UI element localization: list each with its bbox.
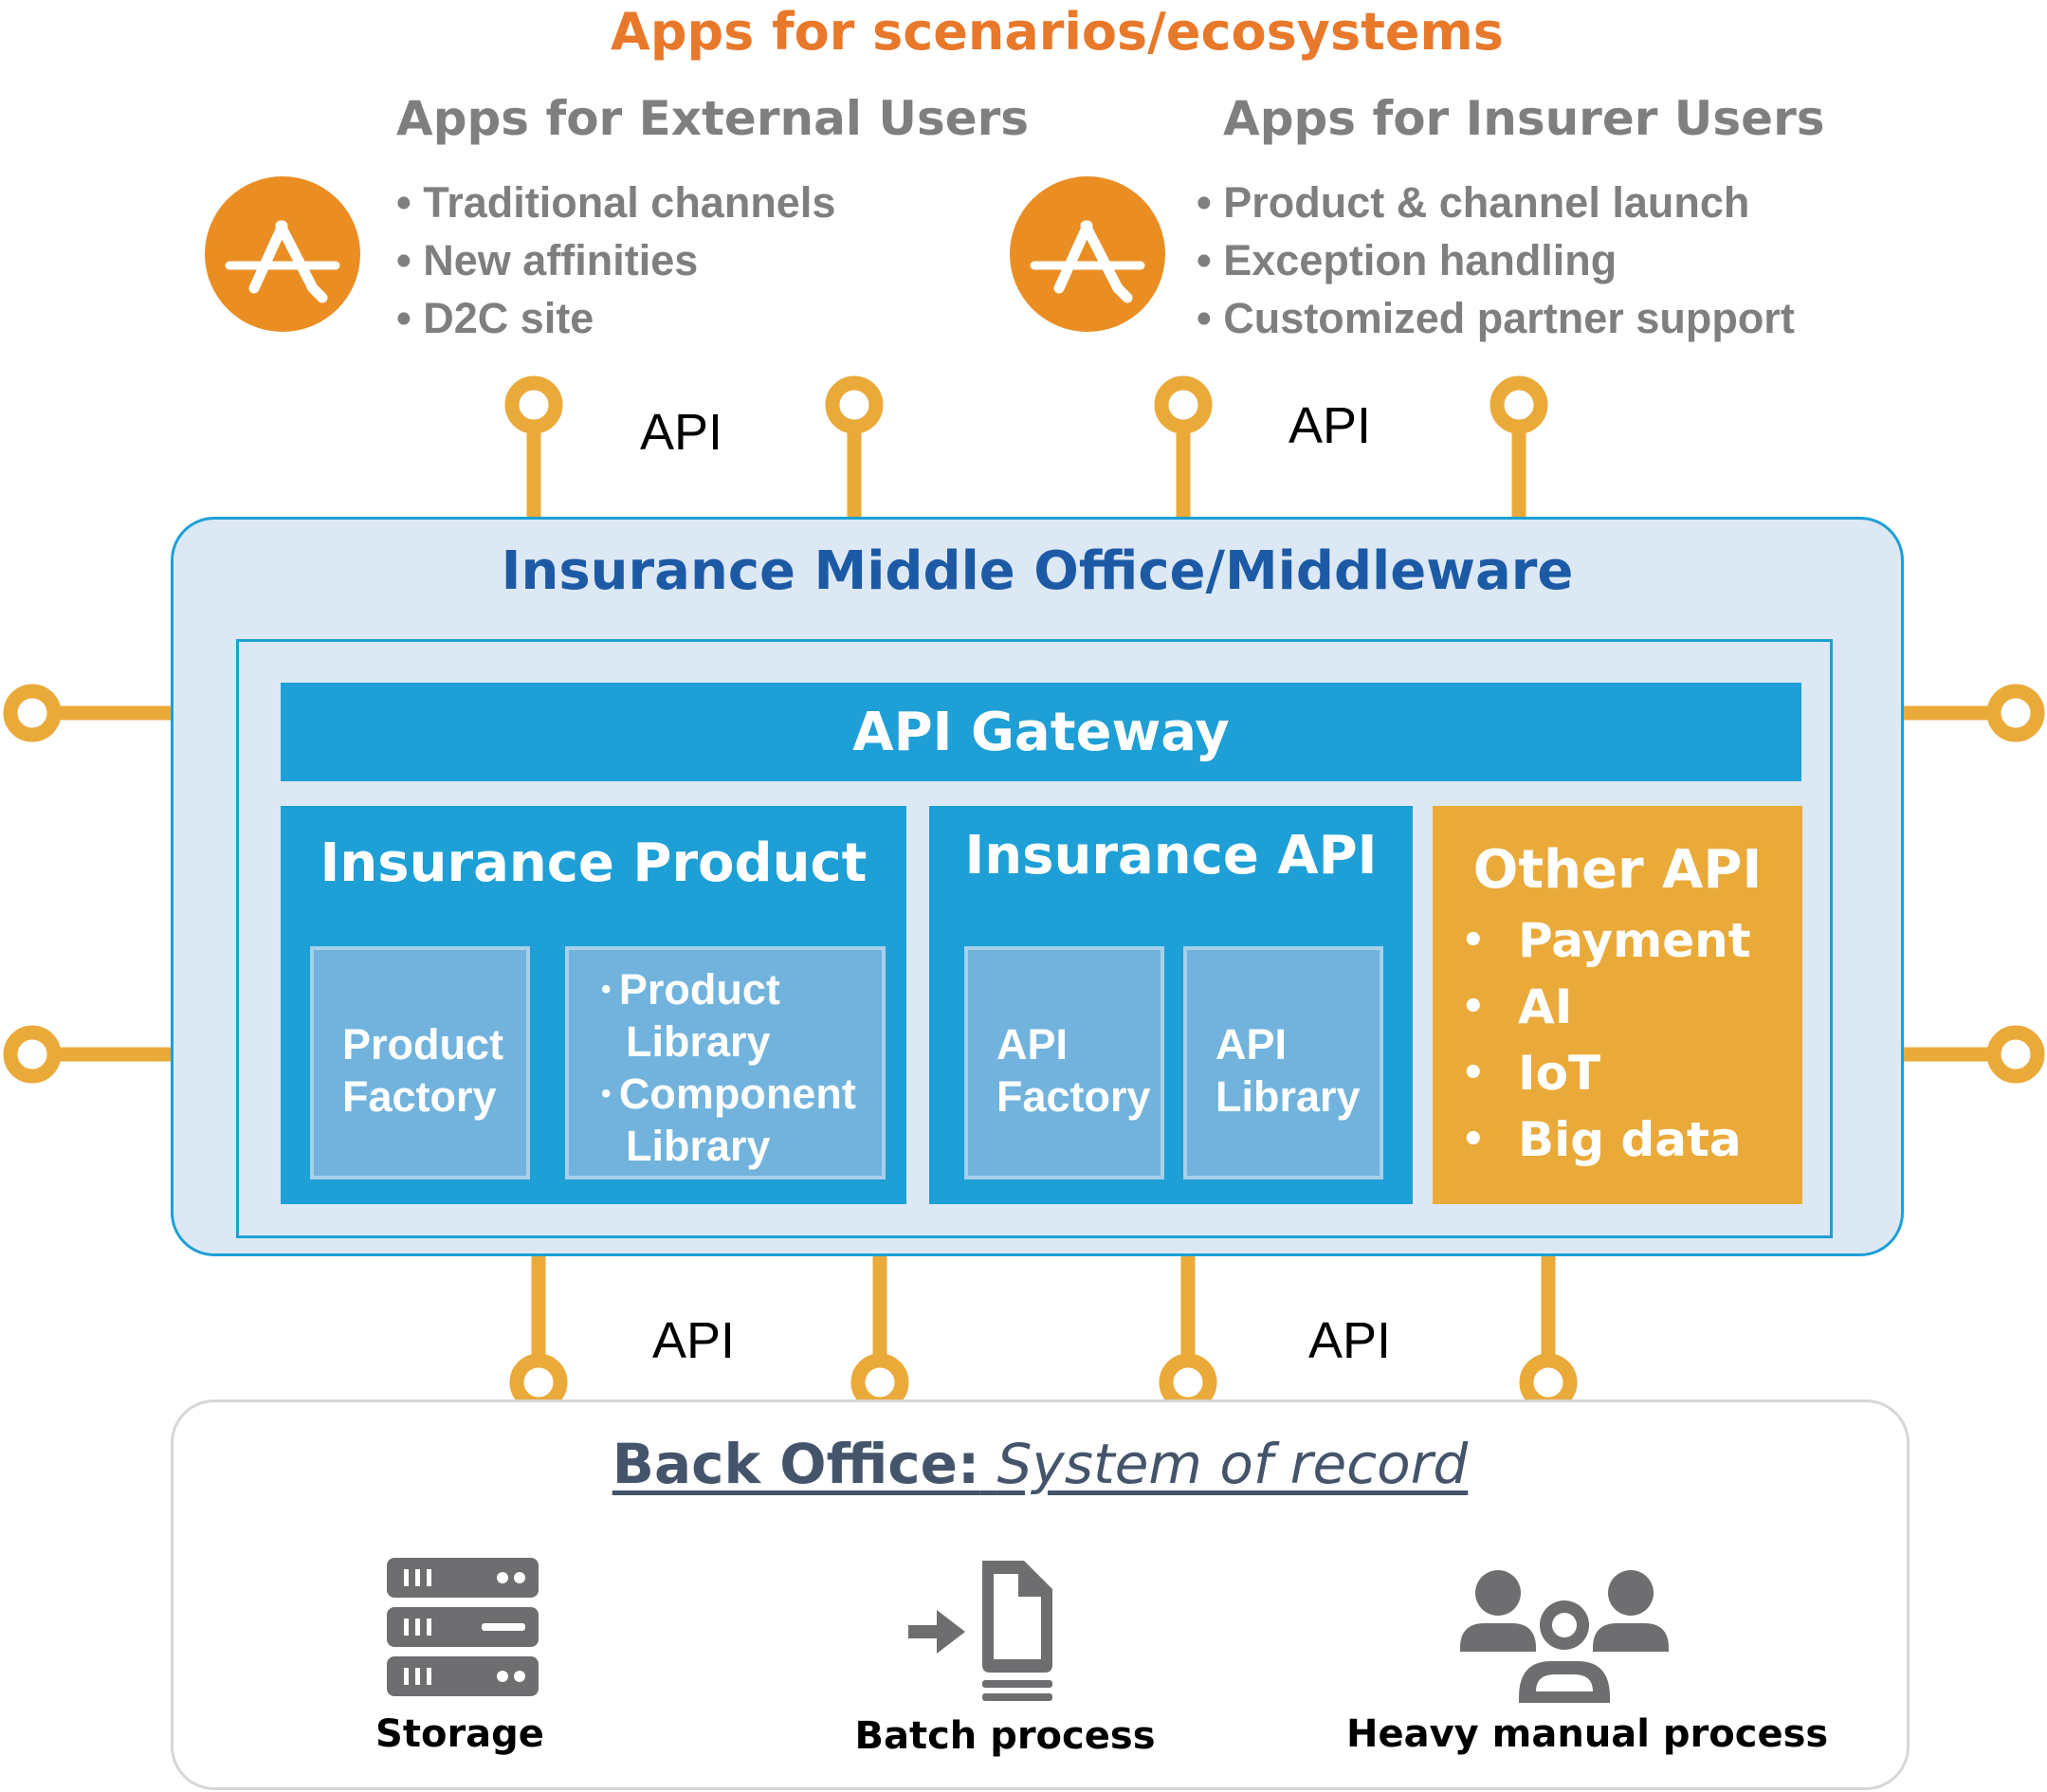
app-store-icon-glyph: [225, 220, 340, 303]
insurer-apps-title: Apps for Insurer Users: [1223, 91, 1825, 146]
back-office-title-subtitle: System of record: [996, 1432, 1469, 1496]
other-api-title: Other API: [1472, 839, 1763, 901]
list-item: Payment: [1433, 907, 1751, 974]
connector-pin: [1159, 1353, 1217, 1412]
connector-pin: [825, 375, 884, 434]
middleware-inner-frame: [236, 639, 1833, 1238]
connector-pin: [3, 1025, 62, 1084]
list-item: Traditional channels: [396, 174, 835, 231]
product-library-list: Product Library Component Library: [583, 963, 882, 1172]
api-library-line-2: Library: [1215, 1072, 1361, 1121]
batch-document-icon: [908, 1561, 1060, 1703]
list-item: Customized partner support: [1197, 289, 1795, 347]
product-factory-line-2: Factory: [342, 1072, 497, 1121]
api-library-box: API Library: [1183, 946, 1383, 1179]
connector-pin: [3, 684, 62, 742]
api-label-bottom-left: API: [652, 1312, 736, 1369]
connector-pin: [1986, 1025, 2045, 1084]
list-item: New affinities: [396, 231, 835, 289]
external-apps-title: Apps for External Users: [396, 91, 1030, 146]
api-factory-box: API Factory: [964, 946, 1164, 1179]
api-label-top-right: API: [1289, 397, 1372, 454]
batch-process-label: Batch process: [854, 1714, 1156, 1758]
heavy-manual-process-label: Heavy manual process: [1346, 1712, 1829, 1756]
api-label-top-left: API: [640, 404, 723, 461]
list-item: Big data: [1433, 1106, 1751, 1173]
app-store-icon-glyph: [1030, 220, 1145, 303]
list-item: AI: [1433, 974, 1751, 1040]
api-label-bottom-right: API: [1308, 1312, 1392, 1369]
connector-pin: [1986, 684, 2045, 742]
storage-label: Storage: [375, 1712, 544, 1756]
other-api-list: Payment AI IoT Big data: [1433, 907, 1751, 1173]
people-group-icon: [1460, 1564, 1669, 1707]
connector-pin: [509, 1353, 568, 1412]
connector-pin: [504, 375, 563, 434]
product-factory-line-1: Product: [342, 1020, 504, 1069]
list-item: IoT: [1433, 1040, 1751, 1106]
app-store-icon: [205, 176, 360, 332]
server-storage-icon: [387, 1558, 539, 1700]
product-factory-box: Product Factory: [310, 946, 530, 1179]
api-gateway: API Gateway: [281, 683, 1801, 781]
list-item: Component Library: [583, 1068, 882, 1172]
back-office-title: Back Office: System of record: [171, 1432, 1910, 1496]
insurance-product-title: Insurance Product: [320, 832, 868, 894]
list-item: D2C site: [396, 289, 835, 347]
middleware-title: Insurance Middle Office/Middleware: [501, 540, 1574, 602]
app-store-icon: [1010, 176, 1165, 332]
external-apps-list: Traditional channels New affinities D2C …: [396, 174, 835, 347]
connector-pin: [1519, 1353, 1578, 1412]
connector-pin: [850, 1353, 909, 1412]
list-item: Exception handling: [1197, 231, 1795, 289]
api-gateway-label: API Gateway: [852, 701, 1230, 763]
product-library-box: Product Library Component Library: [565, 946, 886, 1179]
connector-pin: [1490, 375, 1548, 434]
back-office-title-strong: Back Office:: [612, 1432, 980, 1496]
insurer-apps-list: Product & channel launch Exception handl…: [1197, 174, 1795, 347]
list-item: Product Library: [583, 963, 882, 1068]
connector-pin: [1154, 375, 1213, 434]
api-factory-line-2: Factory: [996, 1072, 1151, 1121]
page-title: Apps for scenarios/ecosystems: [611, 2, 1504, 62]
api-factory-line-1: API: [996, 1020, 1069, 1069]
list-item: Product & channel launch: [1197, 174, 1795, 231]
insurance-api-title: Insurance API: [964, 825, 1378, 887]
api-library-line-1: API: [1215, 1020, 1288, 1069]
